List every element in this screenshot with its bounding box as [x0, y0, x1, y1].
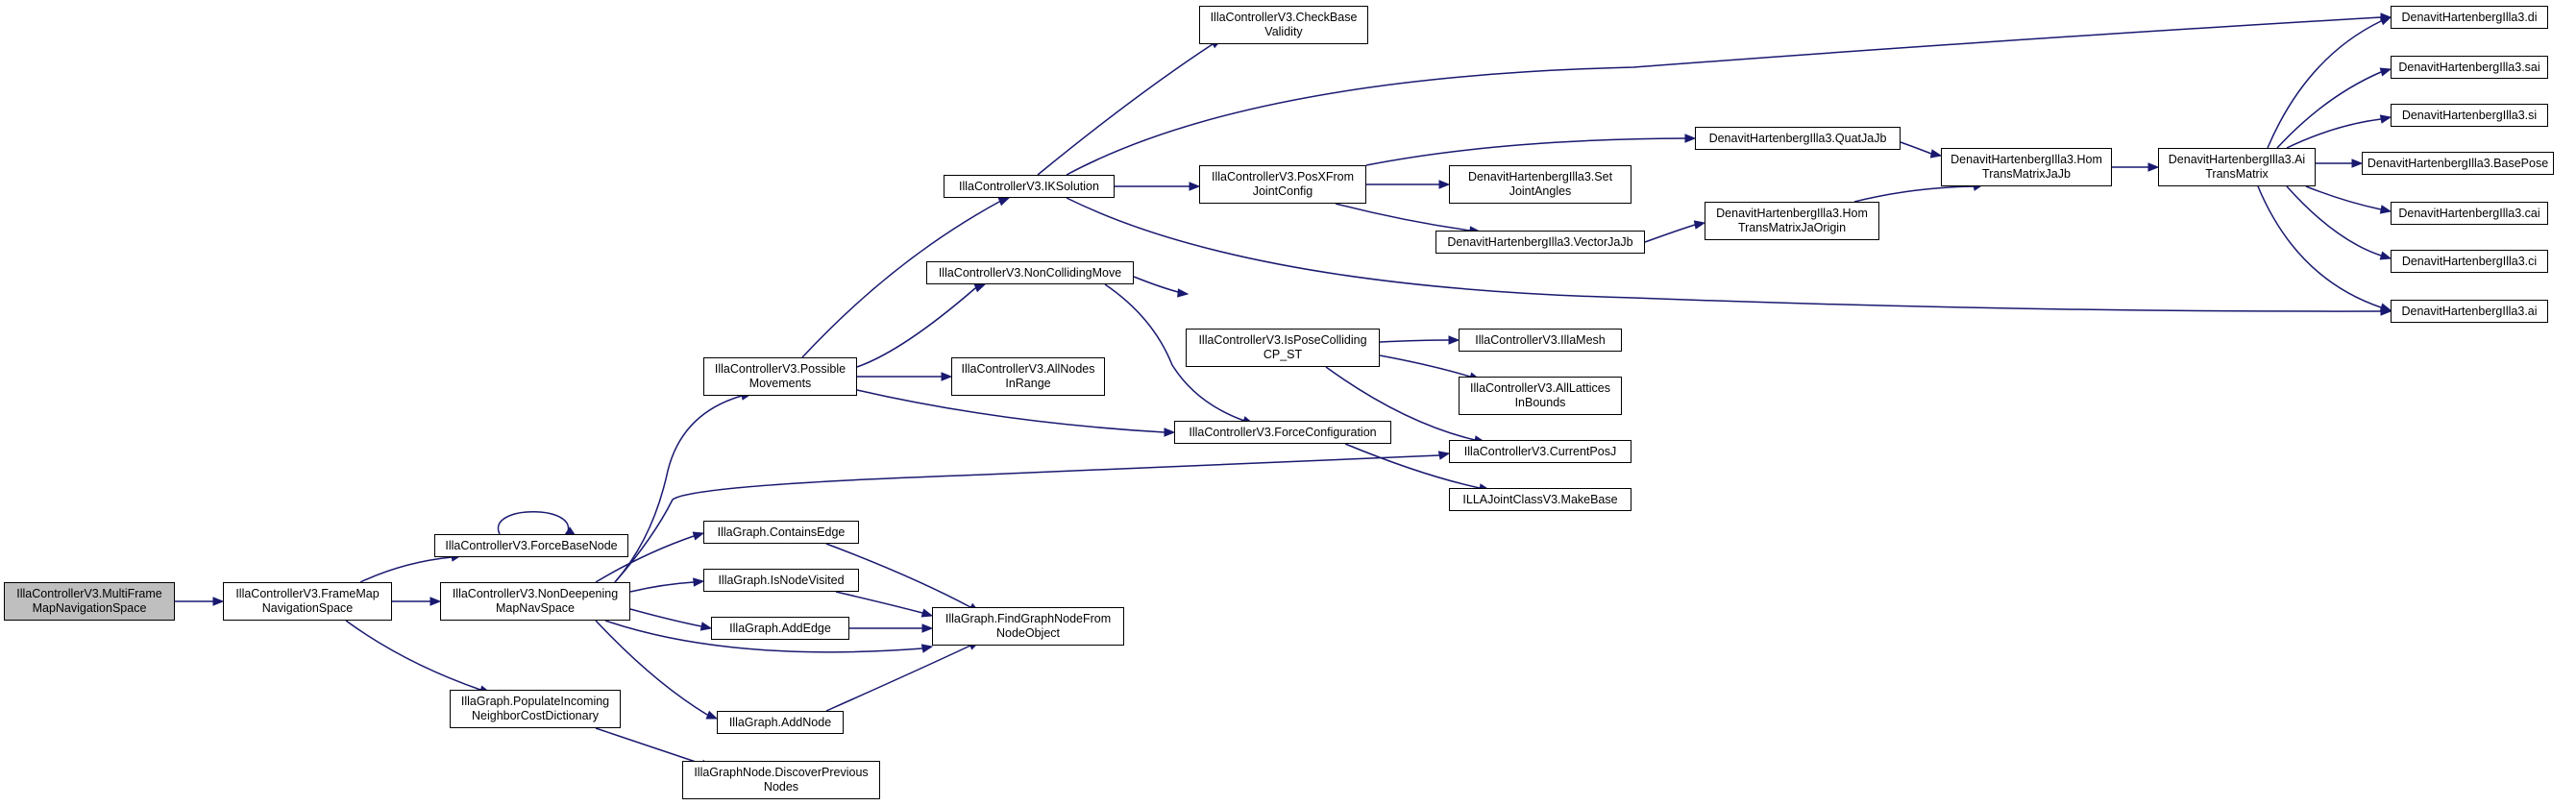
e-n28-n34	[2286, 185, 2382, 256]
e-n0-n1-arrowhead	[212, 597, 225, 606]
node-hom-trans-matrix-ja-jb[interactable]: DenavitHartenbergIlla3.Hom TransMatrixJa…	[1941, 148, 2112, 186]
node-is-pose-colliding-cp-st[interactable]: IllaControllerV3.IsPoseColliding CP_ST	[1186, 329, 1380, 367]
e-n7-n15	[835, 591, 923, 614]
node-find-graph-node-from-node-object[interactable]: IllaGraph.FindGraphNodeFrom NodeObject	[932, 607, 1124, 646]
node-posx-from-joint-config[interactable]: IllaControllerV3.PosXFrom JointConfig	[1199, 165, 1366, 204]
e-n28-n30	[2276, 71, 2382, 149]
e-n9-n15	[825, 645, 971, 712]
e-n2-n2	[497, 511, 570, 535]
node-check-base-validity[interactable]: IllaControllerV3.CheckBase Validity	[1199, 6, 1368, 44]
e-n28-n31	[2286, 118, 2382, 149]
node-dh-base-pose[interactable]: DenavitHartenbergIlla3.BasePose	[2362, 152, 2554, 175]
e-n3-n8	[629, 608, 702, 627]
e-n17-n22-arrowhead	[1438, 180, 1451, 189]
e-n17-n23	[1335, 203, 1471, 232]
e-n21-n27	[1900, 141, 1932, 155]
e-n14-n20	[1344, 443, 1481, 489]
node-hom-trans-matrix-ja-origin[interactable]: DenavitHartenbergIlla3.Hom TransMatrixJa…	[1705, 202, 1879, 240]
e-n5-n12	[856, 287, 976, 368]
node-illa-mesh[interactable]: IllaControllerV3.IllaMesh	[1459, 329, 1622, 352]
e-n3-n19	[614, 454, 1440, 583]
node-dh-cai[interactable]: DenavitHartenbergIlla3.cai	[2391, 202, 2548, 225]
node-all-lattices-in-bounds[interactable]: IllaControllerV3.AllLattices InBounds	[1459, 377, 1622, 415]
e-n5-n11-arrowhead	[997, 197, 1011, 207]
e-n28-n34-arrowhead	[2379, 251, 2392, 260]
node-possible-movements[interactable]: IllaControllerV3.Possible Movements	[703, 357, 857, 396]
e-n6-n15	[825, 543, 971, 608]
e-n18-n24	[1379, 339, 1450, 343]
node-dh-ci[interactable]: DenavitHartenbergIlla3.ci	[2391, 250, 2548, 273]
e-n28-n32-arrowhead	[2351, 159, 2364, 168]
node-is-node-visited[interactable]: IllaGraph.IsNodeVisited	[703, 569, 859, 592]
e-n28-n30-arrowhead	[2379, 67, 2392, 77]
e-n11-n16	[1037, 43, 1214, 176]
e-n23-n26	[1644, 224, 1696, 243]
node-dh-sai[interactable]: DenavitHartenbergIlla3.sai	[2391, 56, 2548, 79]
node-add-edge[interactable]: IllaGraph.AddEdge	[711, 617, 849, 640]
node-multiframe-map-navigation-space: IllaControllerV3.MultiFrame MapNavigatio…	[4, 582, 175, 621]
node-set-joint-angles[interactable]: DenavitHartenbergIlla3.Set JointAngles	[1449, 165, 1631, 204]
e-n28-n33	[2305, 185, 2382, 210]
e-n28-n29	[2267, 20, 2382, 149]
e-n5-n13-arrowhead	[941, 372, 953, 381]
e-n1-n3-arrowhead	[429, 597, 442, 606]
node-ik-solution[interactable]: IllaControllerV3.IKSolution	[944, 175, 1115, 198]
node-force-base-node[interactable]: IllaControllerV3.ForceBaseNode	[434, 534, 628, 557]
node-dh-si[interactable]: DenavitHartenbergIlla3.si	[2391, 104, 2548, 127]
node-dh-ai[interactable]: DenavitHartenbergIlla3.ai	[2391, 300, 2548, 323]
e-n28-n35	[2257, 185, 2382, 308]
node-discover-previous-nodes[interactable]: IllaGraphNode.DiscoverPrevious Nodes	[682, 761, 880, 799]
e-n27-n28-arrowhead	[2147, 162, 2160, 172]
e-n3-n9	[595, 620, 708, 716]
e-n11-n29	[1066, 16, 2382, 176]
e-n4-n10	[595, 727, 702, 765]
e-n18-n19	[1325, 366, 1476, 441]
node-all-nodes-in-range[interactable]: IllaControllerV3.AllNodes InRange	[951, 357, 1105, 396]
node-quat-ja-jb[interactable]: DenavitHartenbergIlla3.QuatJaJb	[1695, 127, 1901, 150]
node-ai-trans-matrix[interactable]: DenavitHartenbergIlla3.Ai TransMatrix	[2158, 148, 2316, 186]
e-n8-n15-arrowhead	[921, 623, 934, 633]
node-vector-ja-jb[interactable]: DenavitHartenbergIlla3.VectorJaJb	[1435, 231, 1645, 254]
e-n17-n21	[1365, 137, 1686, 166]
e-n5-n11	[801, 201, 1000, 358]
node-populate-incoming-neighbor-cost[interactable]: IllaGraph.PopulateIncoming NeighborCostD…	[450, 690, 621, 728]
e-n3-n15	[604, 620, 923, 653]
e-n17-n21-arrowhead	[1684, 134, 1697, 143]
e-n3-n7-arrowhead	[693, 577, 705, 587]
node-force-configuration[interactable]: IllaControllerV3.ForceConfiguration	[1174, 421, 1391, 444]
node-contains-edge[interactable]: IllaGraph.ContainsEdge	[703, 521, 859, 544]
node-nondeepening-map-nav-space[interactable]: IllaControllerV3.NonDeepening MapNavSpac…	[440, 582, 630, 621]
e-n28-n33-arrowhead	[2379, 205, 2392, 214]
e-n11-n35	[1066, 197, 2382, 312]
e-n2-n2-tail	[566, 529, 573, 535]
e-n3-n9-arrowhead	[705, 710, 719, 720]
e-n3-n6	[595, 535, 695, 583]
e-n11-n17-arrowhead	[1189, 182, 1201, 191]
e-n3-n5	[614, 395, 743, 583]
node-non-colliding-move[interactable]: IllaControllerV3.NonCollidingMove	[926, 261, 1134, 284]
e-n18-n24-arrowhead	[1448, 335, 1460, 345]
e-n12-n14	[1104, 283, 1245, 422]
e-n1-n4	[345, 620, 481, 691]
e-n28-n35-arrowhead	[2379, 303, 2392, 312]
e-n28-n31-arrowhead	[2379, 114, 2392, 124]
e-n26-n27	[1853, 185, 1975, 203]
e-n18-n25	[1379, 354, 1471, 378]
e-n1-n2	[359, 556, 453, 583]
node-framemap-navigation-space[interactable]: IllaControllerV3.FrameMap NavigationSpac…	[223, 582, 392, 621]
e-n3-n7	[629, 581, 695, 593]
e-n5-n14	[856, 389, 1165, 433]
node-make-base[interactable]: ILLAJointClassV3.MakeBase	[1449, 488, 1631, 511]
e-n5-n14-arrowhead	[1164, 427, 1176, 437]
node-dh-di[interactable]: DenavitHartenbergIlla3.di	[2391, 6, 2548, 29]
node-add-node[interactable]: IllaGraph.AddNode	[717, 711, 844, 734]
node-current-pos-j[interactable]: IllaControllerV3.CurrentPosJ	[1449, 440, 1631, 463]
